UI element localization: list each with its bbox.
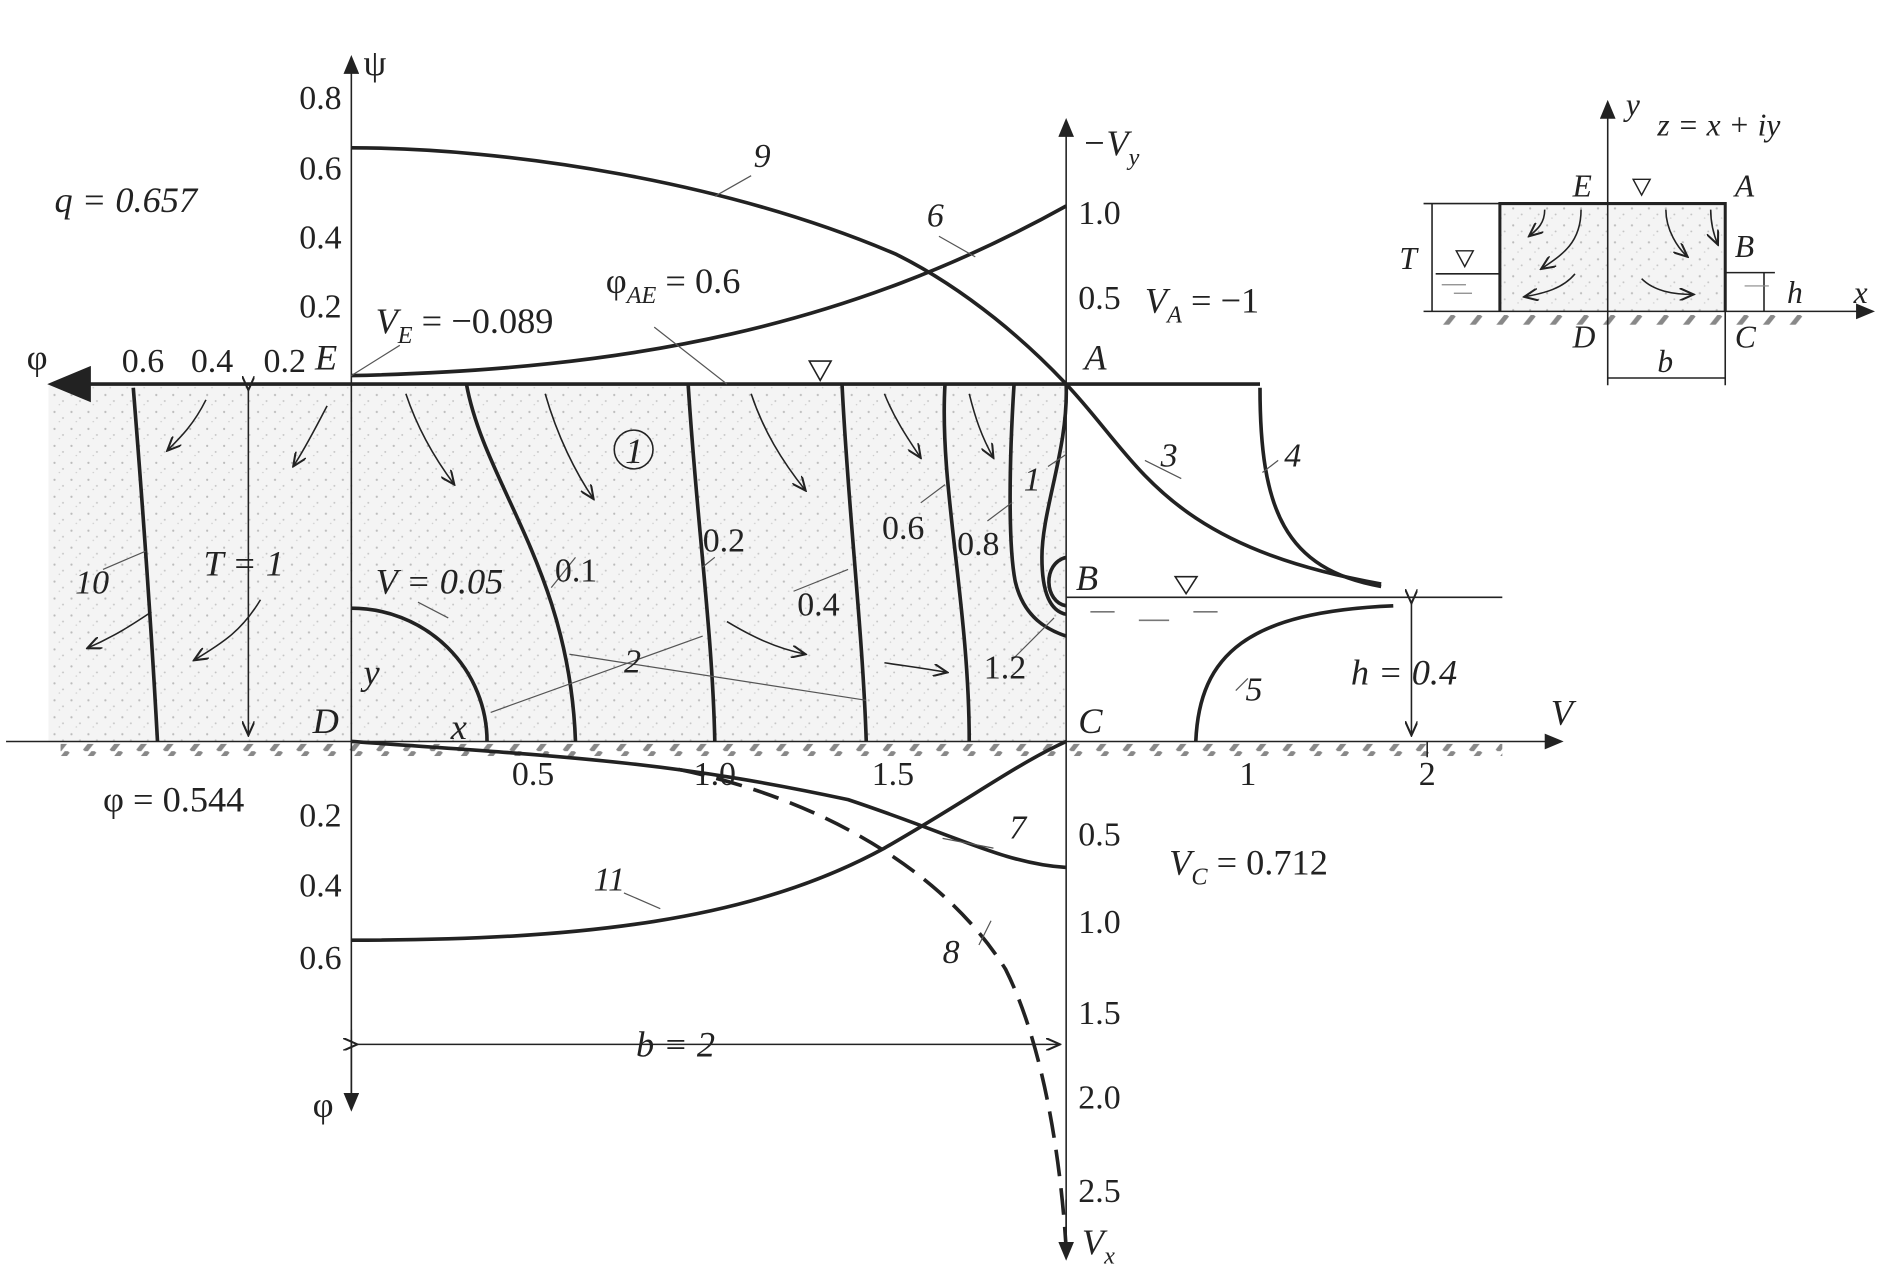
tick-label-phi-left: 0.2 [264, 343, 306, 380]
curve-8-dashed [678, 767, 1068, 1249]
tick-label-phi-left: 0.6 [122, 343, 164, 380]
tick-label-vx: 2.5 [1078, 1173, 1120, 1210]
inset-B: B [1735, 229, 1754, 264]
vx-label: Vx [1082, 1222, 1115, 1270]
soil-region [48, 384, 1067, 742]
curve-number-label: 6 [927, 198, 944, 235]
inset-y: y [1623, 87, 1640, 122]
curve-11 [351, 739, 1067, 942]
region-circle [613, 429, 654, 470]
point-D: D [312, 701, 339, 741]
inset-b: b [1657, 344, 1673, 379]
phi-left-label: φ [27, 338, 48, 378]
tick-label-psi: 0.6 [299, 150, 341, 187]
tick-label-psi: 0.2 [299, 288, 341, 325]
tick-label-x: 1.5 [872, 756, 914, 793]
curve-number-label: 8 [943, 934, 960, 971]
inset-schematic: y z = x + iy E A B C D T h b x [1399, 87, 1875, 386]
tick-label-v: 2 [1419, 756, 1436, 793]
curve-6 [351, 204, 1068, 378]
tick-label-neg-vy: 0.5 [1078, 280, 1120, 317]
v-0.05-arc [351, 606, 489, 742]
tick-label-x: 0.5 [512, 756, 554, 793]
equipotential-0.4 [840, 383, 869, 742]
equipotential-0.1 [464, 383, 578, 742]
ve-value: VE = −0.089 [376, 301, 554, 349]
point-C: C [1078, 701, 1103, 741]
tick-label-psi: 0.8 [299, 80, 341, 117]
curve-number-label: 10 [75, 565, 109, 602]
v-axis-label: V [1551, 693, 1577, 733]
curve-number-label: 3 [1160, 437, 1178, 474]
inset-h: h [1787, 275, 1803, 310]
curve-4 [1258, 387, 1382, 589]
inset-z-eq: z = x + iy [1656, 108, 1780, 143]
curve-number-label: 4 [1284, 437, 1301, 474]
curve-3 [1064, 382, 1382, 586]
equipotential-1.2 [1047, 555, 1067, 608]
t-value: T = 1 [204, 544, 284, 584]
va-value: VA = −1 [1145, 281, 1259, 329]
tick-label-psi: 0.4 [299, 219, 341, 256]
equipotential-label: 0.1 [555, 553, 597, 590]
tick-label-phi-down: 0.4 [299, 868, 341, 905]
v005-value: V = 0.05 [376, 562, 504, 602]
inset-A: A [1733, 168, 1755, 203]
tick-label-x: 1.0 [694, 756, 736, 793]
equipotential-label: 0.2 [703, 522, 745, 559]
equipotential-0.2 [686, 383, 717, 742]
psi-axis-label: ψ [363, 43, 386, 83]
curve-number-label: 2 [624, 643, 641, 680]
curve-10 [131, 387, 160, 742]
leader-lines [102, 175, 1279, 946]
bottom-hatch [60, 743, 1503, 757]
region-label: 1 [625, 431, 643, 471]
equipotential-1 [1040, 384, 1069, 617]
equipotential-label: 0.8 [957, 526, 999, 563]
vc-value: VC = 0.712 [1169, 843, 1328, 891]
phi-ae-value: φAE = 0.6 [606, 261, 741, 309]
local-y: y [359, 653, 380, 693]
tick-label-vx: 1.5 [1078, 995, 1120, 1032]
curve-7 [351, 739, 1067, 870]
local-x: x [450, 707, 467, 747]
curve-number-label: 1 [1024, 462, 1041, 499]
curve-number-label: 7 [1009, 809, 1028, 846]
point-A: A [1082, 338, 1107, 378]
point-E: E [314, 338, 337, 378]
inset-E: E [1572, 168, 1592, 203]
water-dashes [1090, 611, 1218, 622]
neg-vy-label: −Vy [1082, 123, 1140, 171]
inset-T: T [1399, 241, 1419, 276]
phi-down-label: φ [313, 1085, 334, 1125]
point-B: B [1076, 558, 1098, 598]
water-level-icon [807, 360, 1199, 596]
curve-number-label: 9 [754, 138, 771, 175]
equipotential-label: 1.2 [984, 649, 1026, 686]
curve-number-label: 5 [1245, 671, 1262, 708]
curve-5 [1193, 603, 1394, 742]
equipotential-0.8 [1008, 383, 1067, 638]
tick-label-phi-left: 0.4 [191, 343, 233, 380]
tick-label-vx: 1.0 [1078, 904, 1120, 941]
curve-9 [351, 146, 1068, 386]
inset-C: C [1735, 320, 1757, 355]
tick-label-phi-down: 0.2 [299, 797, 341, 834]
tick-label-v: 1 [1239, 756, 1256, 793]
phi-bottom-value: φ = 0.544 [103, 780, 244, 820]
tick-label-neg-vy: 1.0 [1078, 195, 1120, 232]
curve-number-label: 11 [594, 862, 625, 899]
equipotential-label: 0.6 [882, 510, 924, 547]
equipotential-0.6 [942, 383, 972, 742]
h-value: h = 0.4 [1351, 653, 1457, 693]
tick-label-vx: 0.5 [1078, 817, 1120, 854]
flow-arrows [87, 393, 993, 673]
b-value: b = 2 [636, 1024, 715, 1064]
equipotential-label: 0.4 [797, 586, 839, 623]
inset-x: x [1853, 275, 1868, 310]
tick-label-phi-down: 0.6 [299, 940, 341, 977]
q-value: q = 0.657 [55, 180, 199, 220]
inset-D: D [1572, 320, 1596, 355]
tick-label-vx: 2.0 [1078, 1080, 1120, 1117]
